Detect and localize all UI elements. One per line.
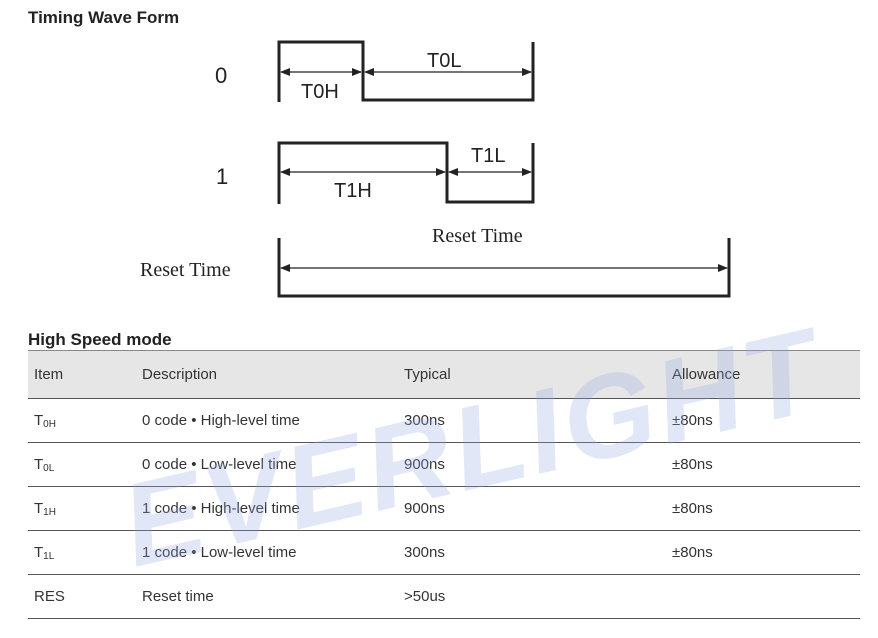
table-header-row: Item Description Typical Allowance [28,350,860,399]
item-cell: T1L [28,530,136,575]
allowance-cell: ±80ns [666,530,860,575]
code-1-waveform [277,141,535,204]
allowance-cell [666,574,860,619]
description-cell: Reset time [136,574,398,619]
header-item: Item [28,350,136,399]
description-cell: 1 code • Low-level time [136,530,398,575]
code-0-label: 0 [215,63,227,88]
table-row: RES Reset time >50us [28,574,860,619]
high-speed-mode-title: High Speed mode [28,330,172,349]
allowance-cell: ±80ns [666,398,860,443]
reset-time-top-label: Reset Time [432,225,523,247]
allowance-cell: ±80ns [666,486,860,531]
table-row: T0H 0 code • High-level time 300ns ±80ns [28,398,860,443]
item-cell: T1H [28,486,136,531]
header-description: Description [136,350,398,399]
code-0-waveform [277,40,535,102]
typical-cell: >50us [398,574,666,619]
timing-table: Item Description Typical Allowance T0H 0… [28,350,860,619]
header-typical: Typical [398,350,666,399]
typical-cell: 900ns [398,442,666,487]
t1l-label: T1L [471,145,505,167]
description-cell: 0 code • High-level time [136,398,398,443]
t1h-label: T1H [334,180,372,202]
timing-wave-form-title: Timing Wave Form [28,8,180,27]
t0l-label: T0L [427,50,461,72]
table-row: T1L 1 code • Low-level time 300ns ±80ns [28,530,860,575]
code-1-label: 1 [216,164,228,189]
typical-cell: 300ns [398,398,666,443]
item-cell: T0H [28,398,136,443]
item-cell: RES [28,574,136,619]
reset-time-left-label: Reset Time [140,259,231,281]
description-cell: 1 code • High-level time [136,486,398,531]
item-cell: T0L [28,442,136,487]
allowance-cell: ±80ns [666,442,860,487]
typical-cell: 300ns [398,530,666,575]
table-row: T0L 0 code • Low-level time 900ns ±80ns [28,442,860,487]
description-cell: 0 code • Low-level time [136,442,398,487]
table-row: T1H 1 code • High-level time 900ns ±80ns [28,486,860,531]
reset-waveform [277,238,731,298]
typical-cell: 900ns [398,486,666,531]
t0h-label: T0H [301,81,339,103]
timing-waveform-diagram: 0 T0H T0L 1 T1H T1L Reset Time Reset Tim… [140,40,731,298]
header-allowance: Allowance [666,350,860,399]
